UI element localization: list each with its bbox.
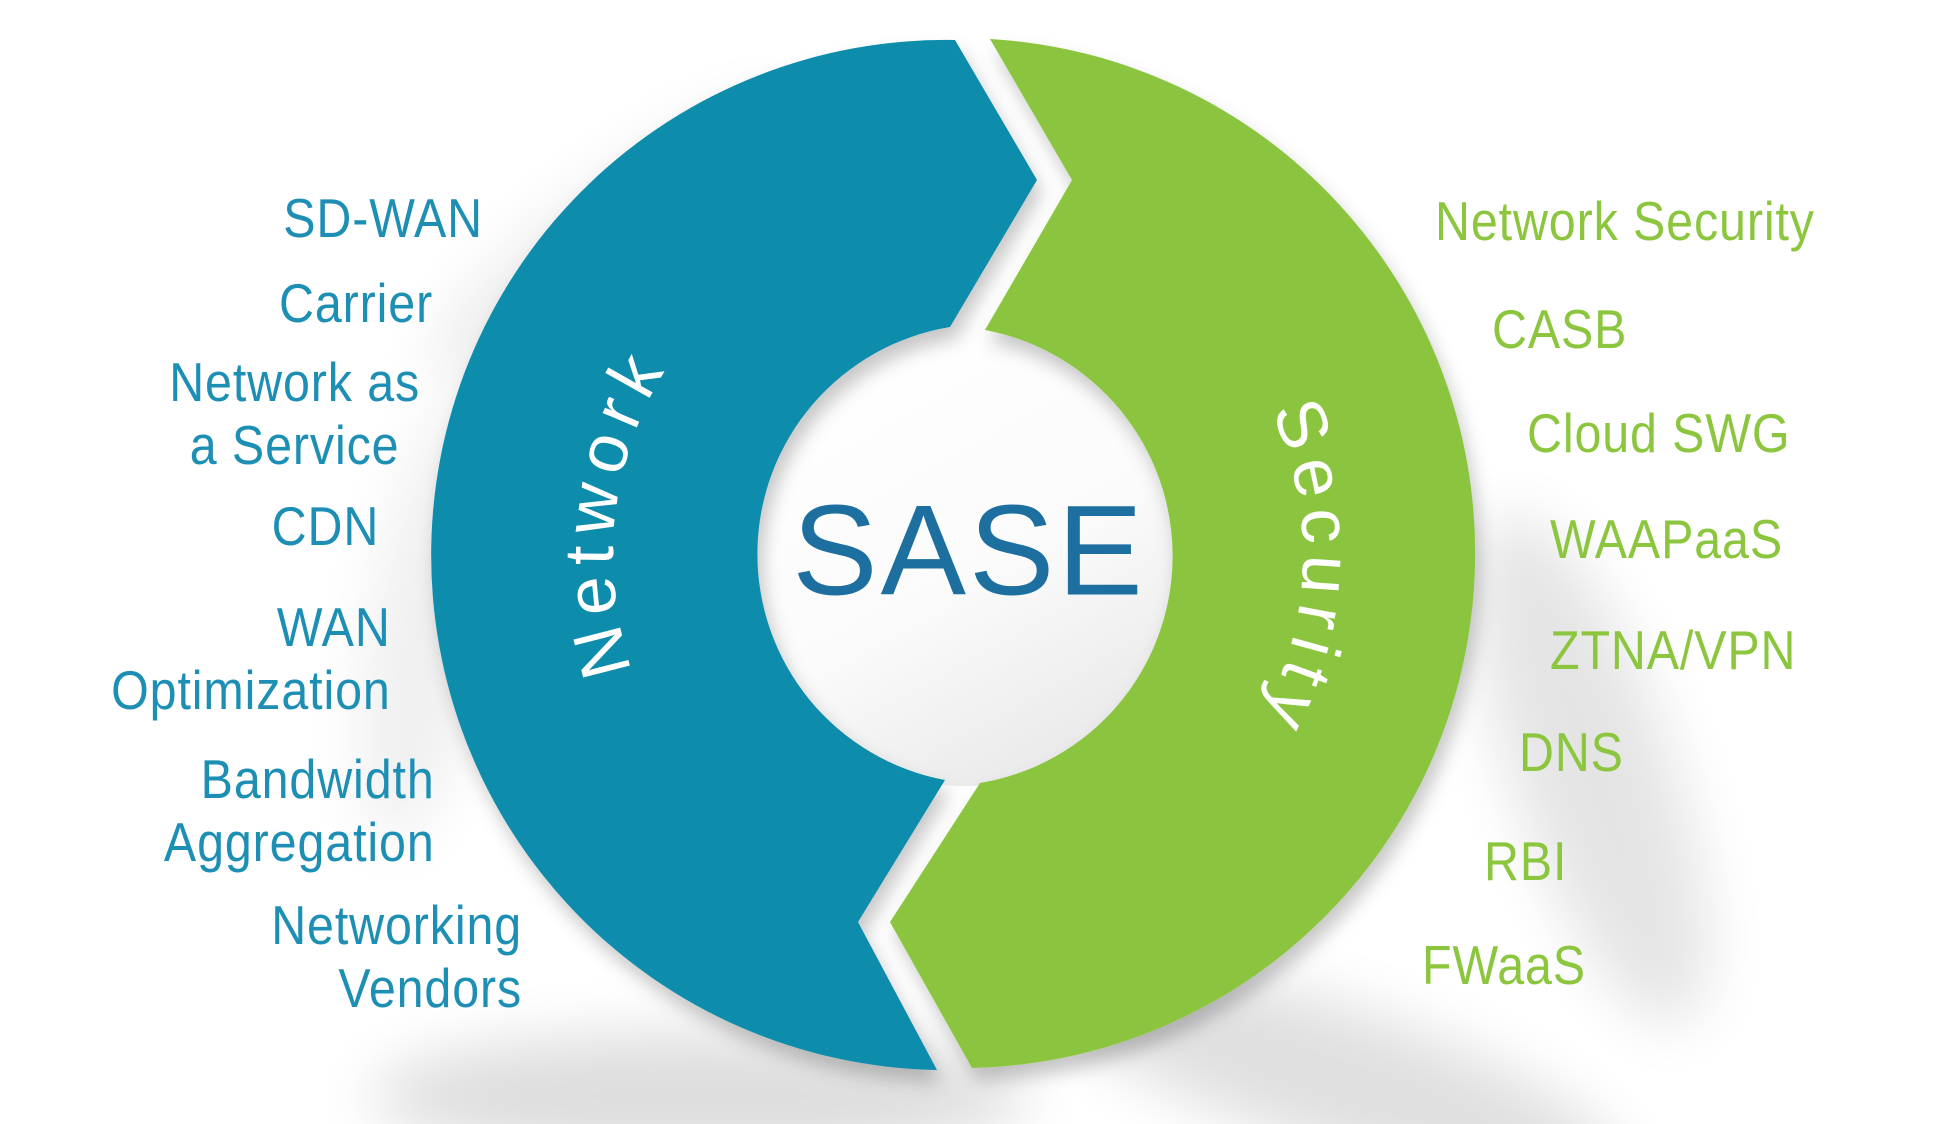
security-item-casb: CASB xyxy=(1492,298,1628,360)
security-item-ztna-vpn: ZTNA/VPN xyxy=(1550,619,1797,681)
network-item-network-as-a-service: Network as a Service xyxy=(169,351,420,476)
shadow-blob xyxy=(1048,962,1622,1124)
shadow-blob xyxy=(370,1032,1030,1124)
network-ring-half xyxy=(431,39,1037,1071)
network-item-cdn: CDN xyxy=(271,495,379,557)
security-ring-half xyxy=(890,39,1476,1068)
network-item-sd-wan: SD-WAN xyxy=(283,187,483,249)
center-circle xyxy=(734,324,1196,786)
security-item-cloud-swg: Cloud SWG xyxy=(1527,402,1791,464)
shadow-blob xyxy=(1476,513,1708,1027)
security-item-waapaas: WAAPaaS xyxy=(1550,508,1784,570)
security-item-fwaas: FWaaS xyxy=(1422,934,1586,996)
network-item-bandwidth-aggregation: Bandwidth Aggregation xyxy=(164,748,435,873)
security-item-dns: DNS xyxy=(1519,721,1624,783)
security-item-network-security: Network Security xyxy=(1435,190,1815,252)
network-item-networking-vendors: Networking Vendors xyxy=(271,894,522,1019)
security-item-rbi: RBI xyxy=(1484,830,1568,892)
network-item-carrier: Carrier xyxy=(278,272,433,334)
network-item-wan-optimization: WAN Optimization xyxy=(111,596,391,721)
center-label: SASE xyxy=(792,479,1146,623)
